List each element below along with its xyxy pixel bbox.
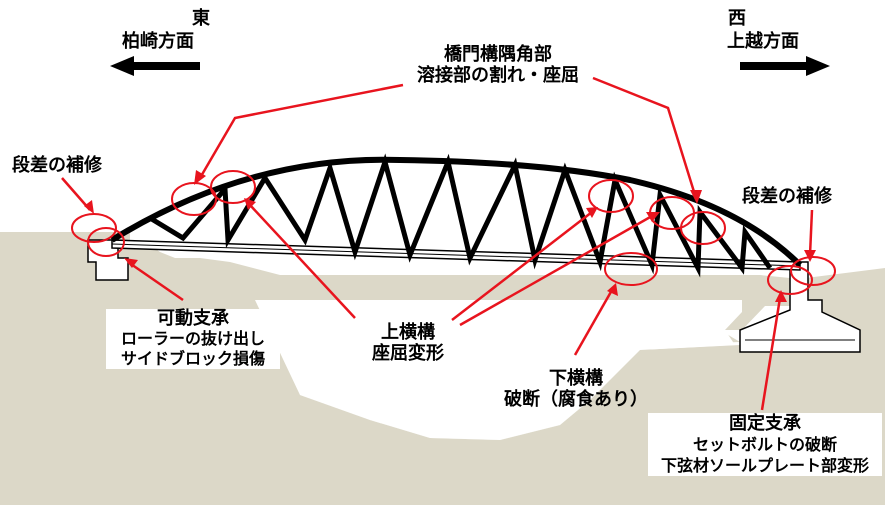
- label-fixed-line1: 固定支承: [729, 413, 801, 434]
- label-movable-line2: ローラーの抜け出し: [120, 329, 265, 348]
- label-east-place: 柏崎方面: [122, 31, 194, 52]
- arrowhead-lower: [607, 283, 618, 296]
- circle-portal-left-1: [171, 182, 217, 216]
- label-portal-line2: 溶接部の割れ・座屈: [417, 65, 579, 86]
- label-step-left: 段差の補修: [12, 155, 102, 176]
- arrow-east: [110, 56, 200, 76]
- leader-upper-right-1: [451, 211, 593, 321]
- label-west-dir: 西: [728, 8, 746, 29]
- label-movable-line3: サイドブロック損傷: [120, 349, 265, 368]
- circle-lower-brace: [604, 252, 658, 286]
- label-upper-line1: 上横構: [381, 322, 435, 343]
- leader-portal-right: [592, 76, 697, 196]
- arrowhead-step-right: [804, 250, 816, 262]
- label-west-place: 上越方面: [727, 31, 799, 52]
- arrowhead-upper-right-2: [646, 212, 660, 222]
- leader-portal-left: [198, 83, 404, 179]
- circle-portal-right-2: [680, 211, 726, 245]
- truss-web: [148, 153, 773, 278]
- label-upper: 上横構 座屈変形: [358, 322, 458, 364]
- annotation-arrowheads: [84, 170, 816, 302]
- leader-step-right: [808, 209, 814, 256]
- leader-step-left: [61, 177, 91, 211]
- circle-fixed-bearing: [767, 265, 813, 295]
- label-movable-line1: 可動支承: [157, 308, 229, 329]
- label-lower-line2: 破断（腐食あり）: [504, 389, 648, 410]
- leader-upper-right-2: [459, 214, 653, 327]
- label-step-right: 段差の補修: [742, 186, 832, 207]
- label-portal-line1: 橋門構隅角部: [444, 44, 552, 65]
- arrowhead-fixed: [775, 290, 787, 302]
- label-portal: 橋門構隅角部 溶接部の割れ・座屈: [398, 44, 598, 86]
- valley-open: [255, 300, 742, 440]
- label-movable: 可動支承 ローラーの抜け出し サイドブロック損傷: [106, 309, 280, 369]
- label-fixed-line3: 下弦材ソールプレート部変形: [660, 456, 869, 475]
- label-east-dir: 東: [192, 8, 210, 29]
- label-upper-line2: 座屈変形: [372, 343, 444, 364]
- label-lower-line1: 下横構: [549, 368, 603, 389]
- label-lower: 下横構 破断（腐食あり）: [476, 368, 676, 410]
- deck-inner: [111, 243, 801, 267]
- circle-right-step: [790, 256, 836, 286]
- label-fixed-line2: セットボルトの破断: [692, 435, 837, 454]
- leader-upper-left: [249, 204, 356, 319]
- leader-fixed: [760, 297, 782, 411]
- leader-movable: [127, 260, 184, 302]
- leader-lower: [573, 289, 614, 356]
- arrowhead-upper-left: [244, 198, 256, 210]
- circle-left-bearing: [87, 227, 125, 257]
- arrowhead-movable: [124, 258, 138, 268]
- label-fixed: 固定支承 セットボルトの破断 下弦材ソールプレート部変形: [648, 413, 882, 476]
- circle-portal-left-2: [210, 170, 256, 204]
- arrowhead-upper-right-1: [586, 207, 598, 218]
- circle-upper-brace: [588, 179, 634, 213]
- ground-right-bank: [790, 268, 885, 300]
- arrowhead-portal-left: [194, 170, 206, 185]
- arrowhead-step-left: [84, 200, 94, 214]
- annotation-leaders: [61, 76, 814, 411]
- arrowhead-portal-right: [690, 190, 702, 204]
- arrow-west: [740, 56, 830, 76]
- arch-top-chord: [110, 156, 803, 268]
